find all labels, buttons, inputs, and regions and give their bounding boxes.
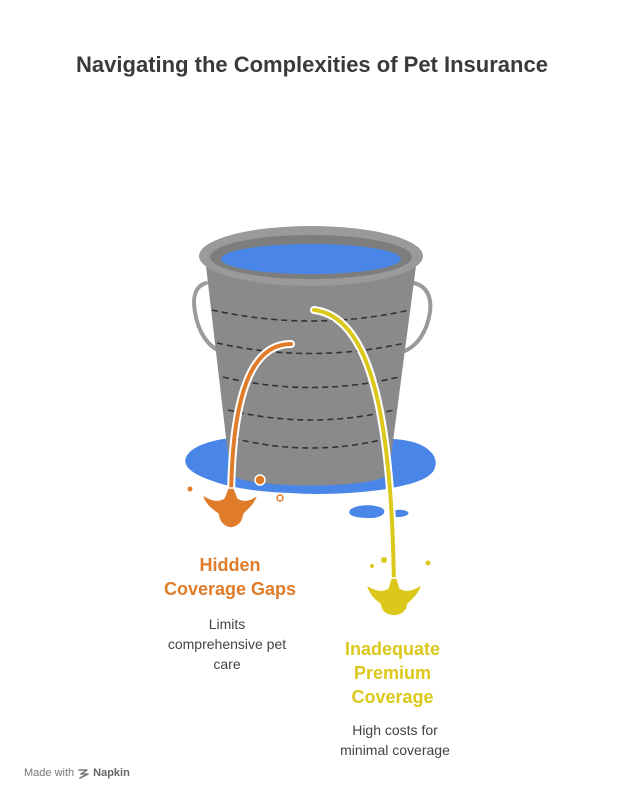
bucket-handle-right (400, 281, 433, 354)
napkin-logo-icon (78, 768, 89, 779)
inadequate-premium-stream (312, 308, 396, 592)
napkin-brand-label: Napkin (93, 767, 130, 779)
inadequate-premium-drop (370, 564, 374, 568)
hidden-gaps-drop (276, 494, 284, 502)
page-title: Navigating the Complexities of Pet Insur… (76, 52, 548, 77)
hidden-coverage-gaps-description: Limits comprehensive pet care (147, 614, 307, 674)
inadequate-premium-drop (381, 557, 387, 563)
description-line: Limits (208, 616, 246, 632)
inadequate-premium-coverage-title-line: Premium (353, 663, 432, 683)
bucket-handle-left (192, 281, 224, 354)
made-with-napkin-footer: Made with Napkin (24, 767, 130, 779)
description-line: comprehensive pet (167, 636, 287, 652)
description-line: High costs for (352, 722, 438, 738)
bucket-body (206, 266, 416, 486)
hidden-gaps-drop (254, 474, 266, 486)
inadequate-premium-coverage-title-line: Coverage (351, 687, 434, 707)
hidden-gaps-stream (229, 342, 293, 502)
hidden-coverage-gaps-title-line: Coverage Gaps (163, 579, 297, 599)
inadequate-premium-splash (364, 577, 424, 617)
water-puddle-small (349, 505, 385, 518)
inadequate-premium-coverage-title-line: Inadequate (344, 639, 441, 659)
hidden-gaps-drop (187, 486, 193, 492)
description-line: minimal coverage (340, 742, 450, 758)
inadequate-premium-coverage-title: Inadequate Premium Coverage (300, 637, 485, 709)
hidden-coverage-gaps-title: Hidden Coverage Gaps (140, 553, 320, 601)
hidden-gaps-splash (200, 487, 260, 529)
inadequate-premium-drop (425, 560, 431, 566)
inadequate-premium-coverage-description: High costs for minimal coverage (315, 720, 475, 760)
bucket-water-surface (221, 244, 401, 274)
description-line: care (213, 656, 241, 672)
made-with-label: Made with (24, 767, 75, 779)
hidden-coverage-gaps-title-line: Hidden (199, 555, 261, 575)
